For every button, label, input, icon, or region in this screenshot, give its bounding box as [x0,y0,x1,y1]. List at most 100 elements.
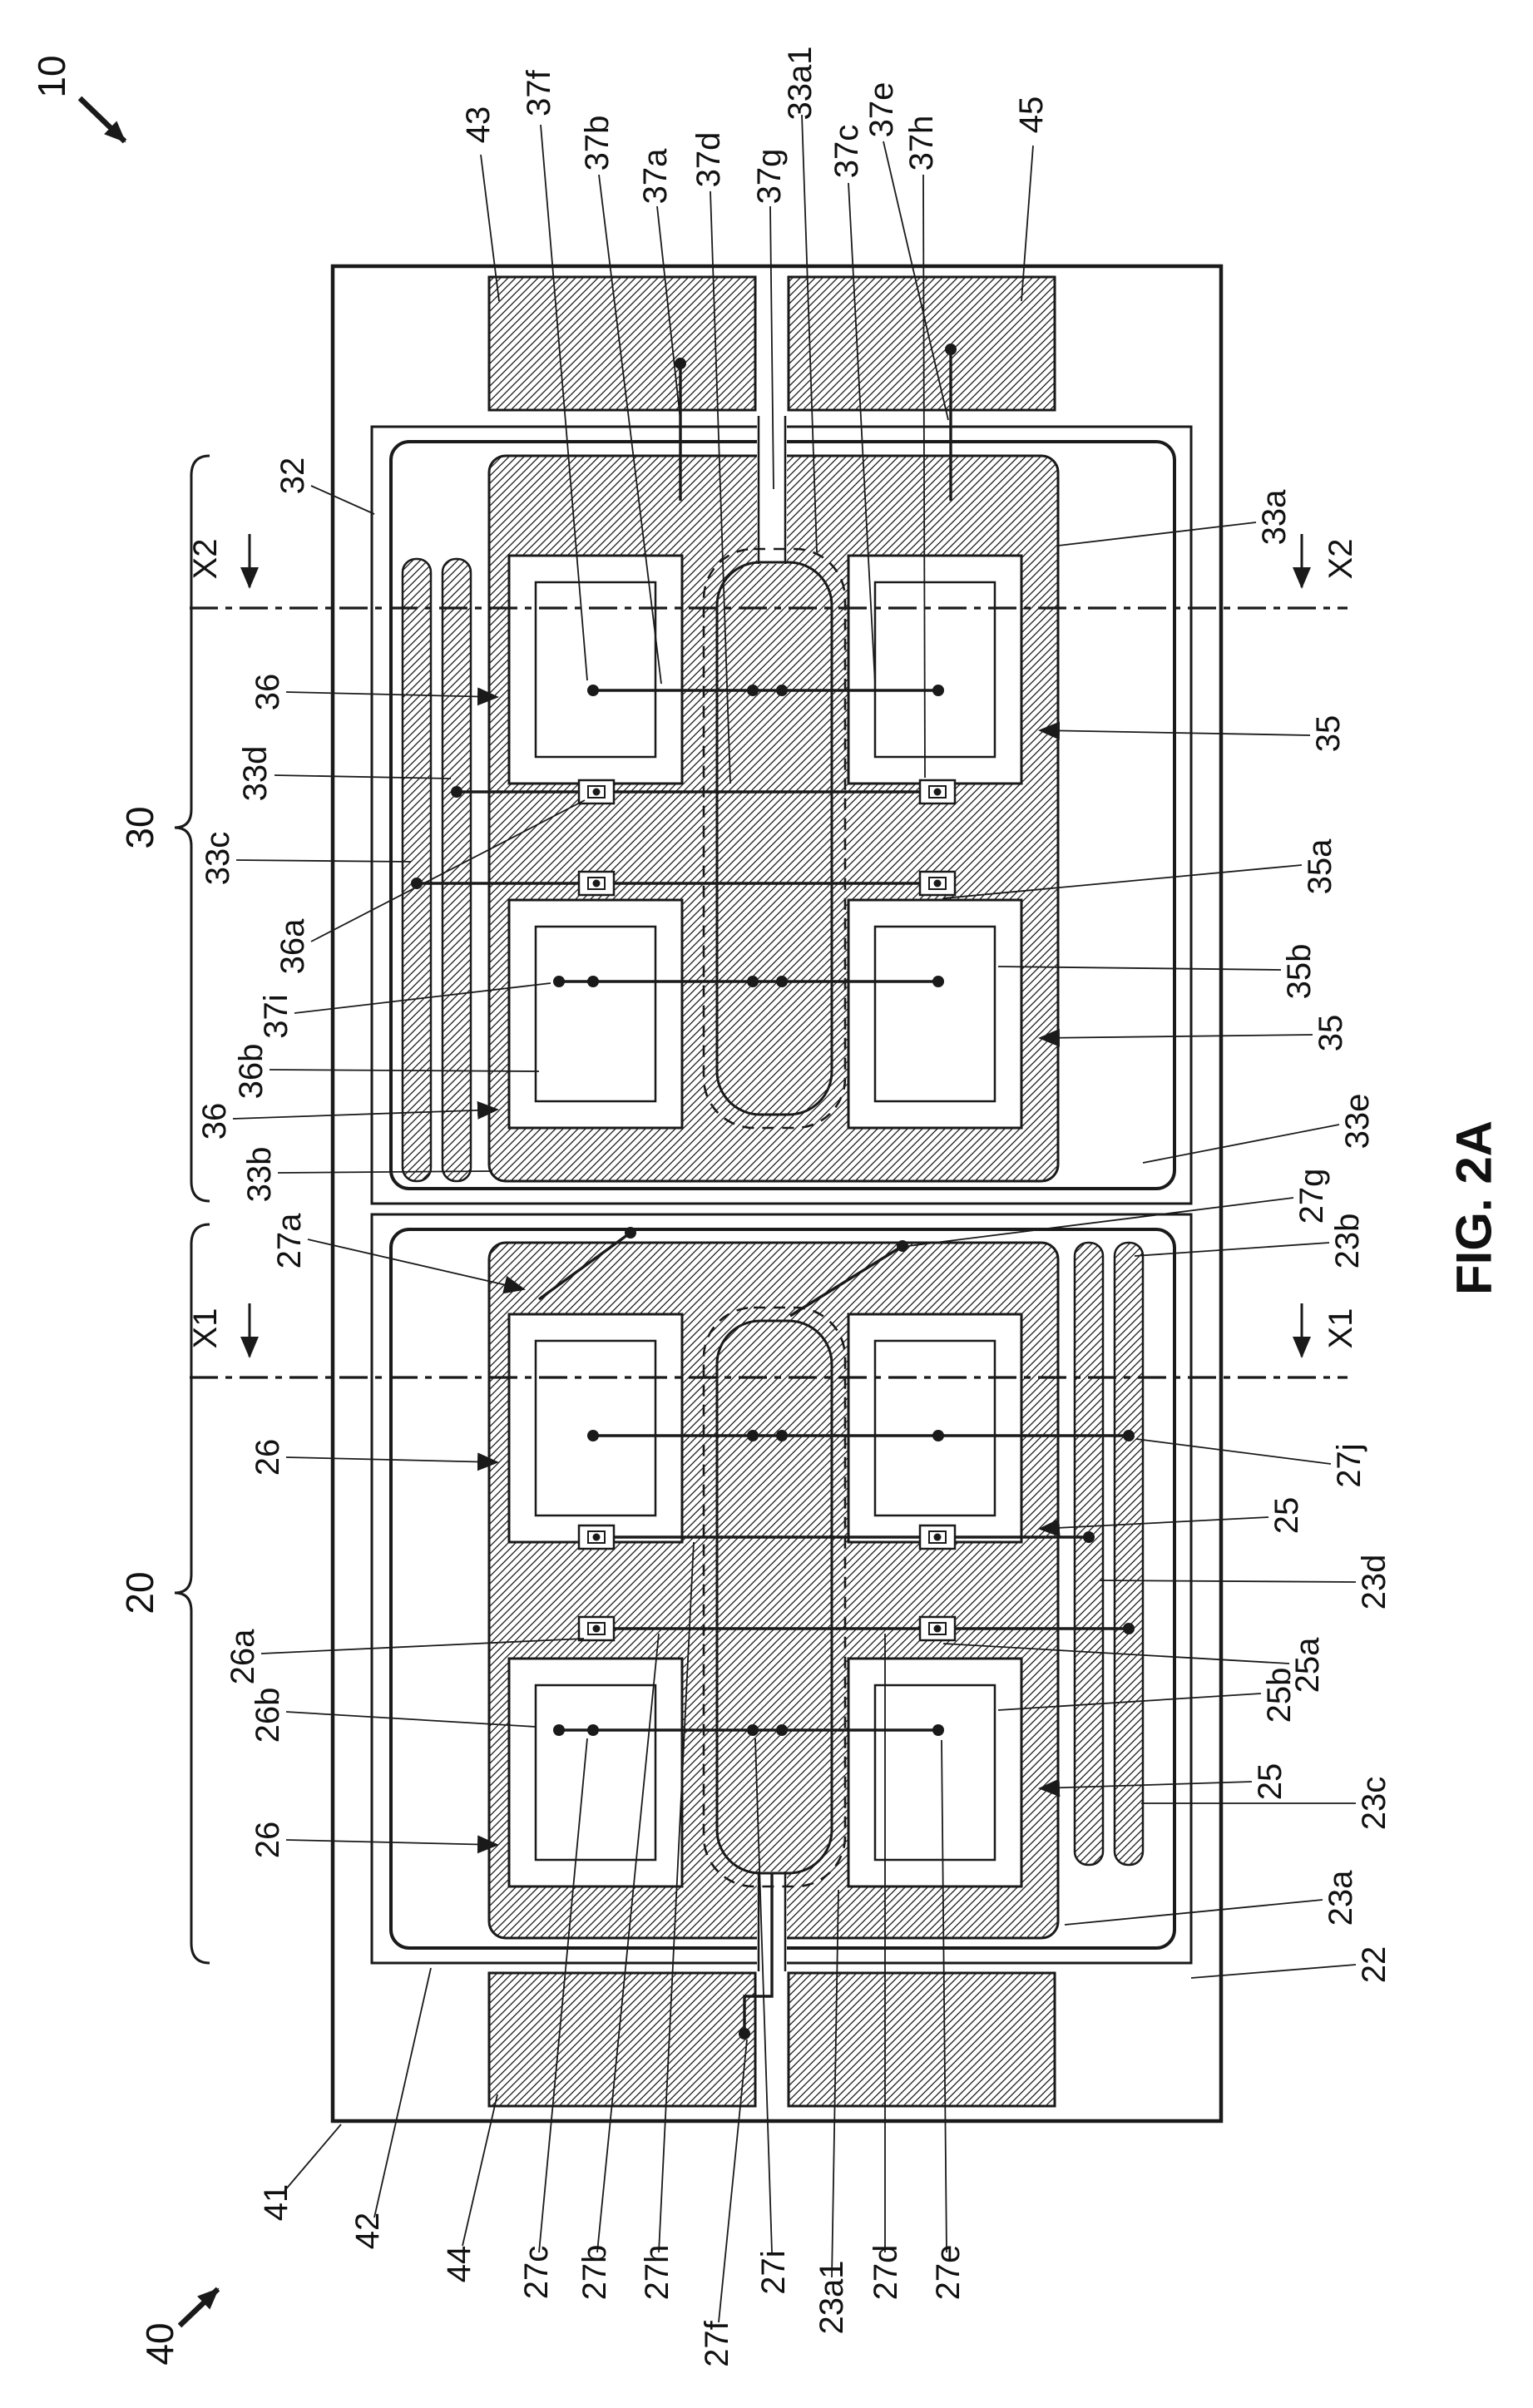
label-36-upper: 36 [250,674,286,711]
leader-33e [1142,1124,1340,1164]
leader-41 [284,2124,342,2192]
label-37g: 37g [751,149,788,205]
brace-30 [174,454,210,1203]
label-23a1: 23a1 [813,2261,850,2335]
label-27b: 27b [576,2245,613,2301]
label-33a: 33a [1256,489,1293,545]
module-ref-arrow [177,2287,220,2328]
leader-25-upper [1038,1516,1269,1537]
label-37b: 37b [579,116,616,171]
leader-36a [310,799,586,942]
label-23c: 23c [1356,1777,1392,1831]
brace-20 [174,1223,210,1965]
leader-25b [997,1693,1262,1711]
leader-33c [235,859,412,863]
label-26-upper: 26 [250,1439,286,1476]
leader-33d [274,774,452,779]
label-35-upper: 35 [1310,715,1347,753]
leader-27f [718,2039,748,2323]
leader-27b [596,1633,660,2253]
leader-37a [656,205,681,421]
leader-37h [922,174,926,779]
label-36a: 36a [274,918,311,974]
label-26b: 26b [250,1688,286,1743]
leader-23a1 [831,1889,839,2278]
label-25-upper: 25 [1268,1497,1305,1535]
label-25a: 25a [1289,1637,1326,1693]
leader-37g [769,205,774,490]
leader-26a [260,1638,585,1654]
leader-33b [277,1170,493,1174]
upper-center-runner [715,561,833,1116]
leader-26-lower [285,1835,499,1854]
leader-36-upper [285,687,499,706]
label-36b: 36b [233,1044,270,1100]
bond-dots [411,344,1135,2040]
leader-45 [1021,145,1034,302]
label-x1-left: X1 [187,1308,224,1349]
lower-cell-windows [507,1313,1023,1888]
label-44: 44 [441,2246,477,2283]
label-36-lower: 36 [196,1103,233,1140]
label-33a1: 33a1 [782,47,818,121]
leader-25a [942,1643,1290,1664]
leader-32 [310,485,375,515]
label-26-lower: 26 [250,1822,286,1859]
lower-strip-23d [1073,1241,1105,1867]
lower-strip-23c [1113,1241,1145,1867]
label-35a: 35a [1302,838,1338,894]
leader-22 [1190,1964,1357,1979]
label-37d: 37d [690,132,727,188]
label-27f: 27f [699,2320,735,2366]
label-33c: 33c [200,832,236,886]
leader-36b [269,1069,540,1072]
label-10: 10 [30,55,73,97]
leader-37d [710,190,731,784]
label-37h: 37h [903,116,940,171]
leader-36-lower [232,1100,499,1120]
leader-37e [883,141,949,421]
label-35-lower: 35 [1313,1015,1349,1052]
leader-27a [307,1239,526,1294]
label-37f: 37f [521,69,557,116]
leader-35-lower [1038,1028,1313,1047]
lower-dashed-opening-23a1 [702,1306,847,1888]
label-20: 20 [118,1571,161,1614]
label-33e: 33e [1339,1094,1376,1150]
leader-37b [598,174,662,685]
label-27h: 27h [639,2245,675,2301]
label-23a: 23a [1323,1870,1359,1926]
label-37e: 37e [863,82,900,138]
leader-26b [285,1711,537,1728]
top-left-pad [487,275,757,412]
upper-strip-33c [401,557,433,1183]
device-ref-arrow [77,96,127,144]
leader-23d [1099,1580,1357,1583]
label-25b: 25b [1261,1668,1298,1723]
leader-43 [480,154,500,302]
leader-25-lower [1038,1778,1253,1797]
leader-27i [754,1738,773,2253]
label-x1-right: X1 [1323,1308,1359,1349]
label-45: 45 [1013,96,1050,134]
section-lines [190,534,1348,1379]
label-35b: 35b [1281,944,1318,1000]
label-x2-left: X2 [187,539,224,580]
leader-23b [1134,1242,1330,1257]
leader-35-upper [1038,721,1311,740]
lower-center-runner [715,1319,833,1875]
leader-42 [373,1967,432,2218]
label-23d: 23d [1356,1555,1392,1610]
leader-27j [1135,1438,1332,1465]
label-37a: 37a [637,148,674,204]
label-x2-right: X2 [1323,539,1359,580]
leader-lines [232,114,1357,2323]
label-26a: 26a [225,1629,261,1684]
leader-27h [658,1541,695,2253]
label-22: 22 [1356,1946,1392,1984]
leader-23a [1064,1899,1323,1926]
leader-37c [848,182,876,685]
label-27c: 27c [518,2246,555,2300]
